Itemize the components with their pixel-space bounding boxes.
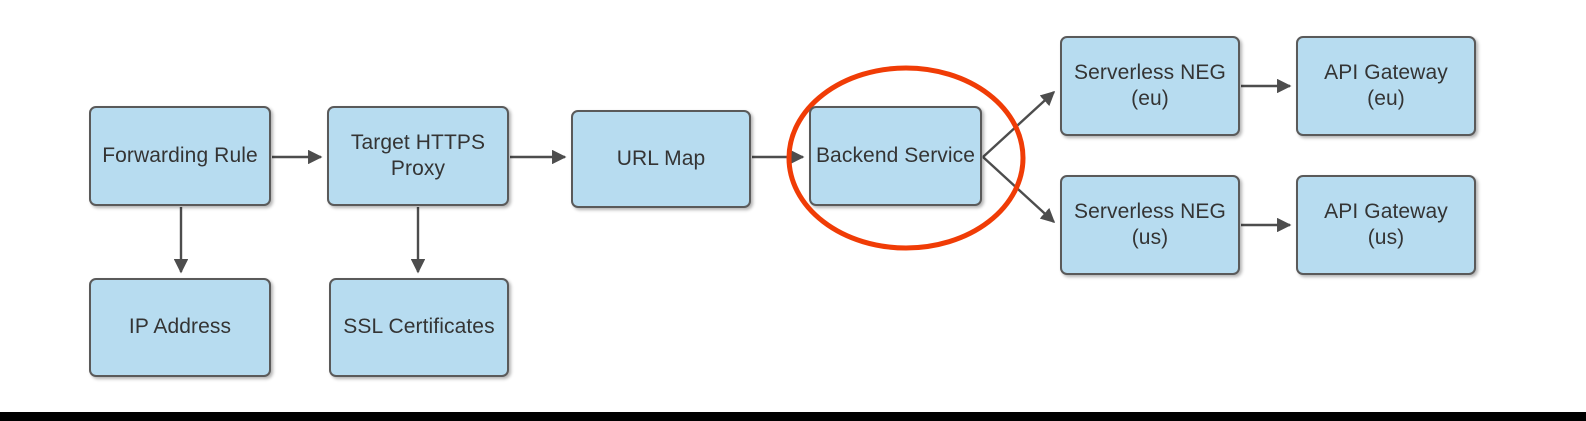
bottom-bar (0, 412, 1586, 421)
node-serverless-neg-us[interactable]: Serverless NEG (us) (1060, 175, 1240, 275)
node-api-gateway-eu[interactable]: API Gateway (eu) (1296, 36, 1476, 136)
node-serverless-neg-eu[interactable]: Serverless NEG (eu) (1060, 36, 1240, 136)
node-forwarding-rule[interactable]: Forwarding Rule (89, 106, 271, 206)
edge-backend-to-neg-us (982, 156, 1056, 223)
node-backend-service[interactable]: Backend Service (809, 106, 982, 206)
node-target-https-proxy[interactable]: Target HTTPS Proxy (327, 106, 509, 206)
node-url-map[interactable]: URL Map (571, 110, 751, 208)
node-ssl-certificates[interactable]: SSL Certificates (329, 278, 509, 377)
node-api-gateway-us[interactable]: API Gateway (us) (1296, 175, 1476, 275)
backend-service-highlight-ellipse (786, 65, 1026, 251)
node-ip-address[interactable]: IP Address (89, 278, 271, 377)
edge-backend-to-neg-eu (982, 91, 1056, 158)
